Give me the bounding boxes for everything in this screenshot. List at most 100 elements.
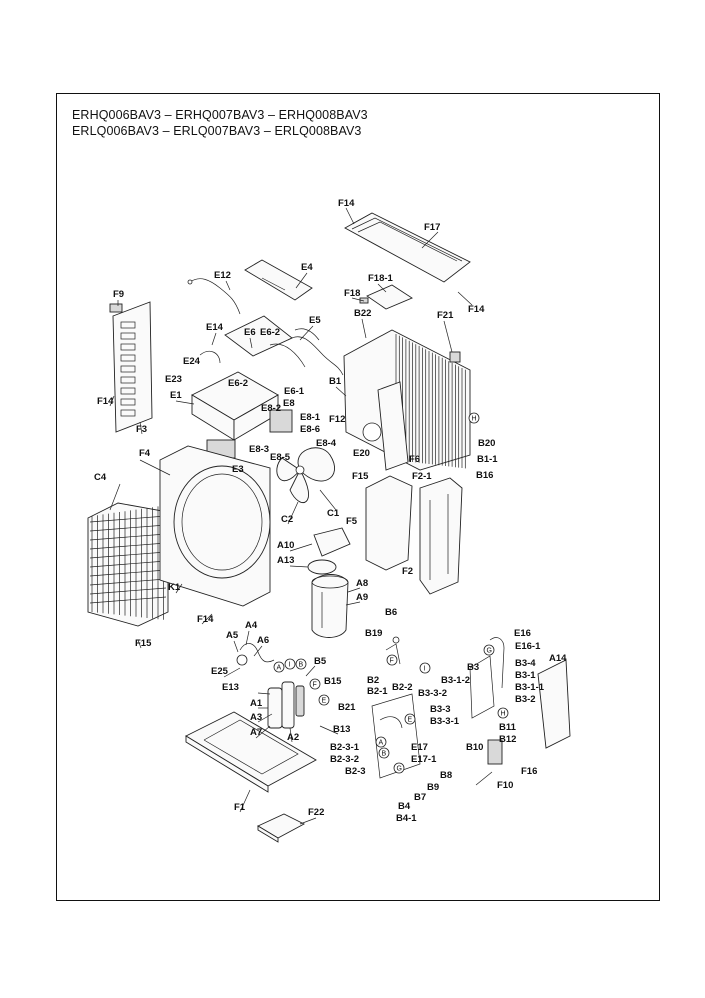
label-B15: B15: [324, 676, 342, 687]
label-E13: E13: [222, 682, 239, 693]
marker-letter: E: [408, 717, 413, 724]
label-F16: F16: [521, 766, 537, 777]
control-box-part: [191, 315, 293, 459]
label-A8: A8: [356, 578, 368, 589]
front-grille-part: [87, 502, 169, 627]
right-side-panel-part: [365, 475, 463, 595]
label-B8: B8: [440, 770, 452, 781]
label-E20: E20: [353, 448, 370, 459]
sound-blanket-part: [311, 574, 349, 638]
label-F17: F17: [424, 222, 440, 233]
label-B1: B1: [329, 376, 342, 387]
label-B7: B7: [414, 792, 426, 803]
label-B3-1-1: B3-1-1: [515, 682, 545, 693]
label-F3: F3: [136, 424, 147, 435]
label-B2-3-2: B2-3-2: [330, 754, 359, 765]
label-E5: E5: [309, 315, 321, 326]
label-E8-5: E8-5: [270, 452, 291, 463]
label-B2-3-1: B2-3-1: [330, 742, 360, 753]
label-E1: E1: [170, 390, 182, 401]
label-E6: E6: [244, 327, 256, 338]
label-E14: E14: [206, 322, 224, 333]
label-E24: E24: [183, 356, 201, 367]
label-F4: F4: [139, 448, 151, 459]
label-B2-1: B2-1: [367, 686, 388, 697]
marker-letter: A: [277, 665, 282, 672]
cover-plate-part: [244, 259, 313, 301]
label-F14: F14: [97, 396, 114, 407]
marker-letter: E: [322, 698, 327, 705]
model-title-line-1: ERHQ006BAV3 – ERHQ007BAV3 – ERHQ008BAV3: [72, 108, 368, 122]
label-A4: A4: [245, 620, 258, 631]
label-F15: F15: [352, 471, 369, 482]
label-F12: F12: [329, 414, 345, 425]
label-A9: A9: [356, 592, 368, 603]
marker-letter: A: [379, 740, 384, 747]
label-F5: F5: [346, 516, 358, 527]
bracket-part: [359, 284, 413, 310]
label-B9: B9: [427, 782, 439, 793]
label-B3: B3: [467, 662, 479, 673]
compressor-part: [236, 643, 305, 729]
label-E6-2: E6-2: [260, 327, 280, 338]
label-B3-3-2: B3-3-2: [418, 688, 447, 699]
label-F10: F10: [497, 780, 513, 791]
label-A1: A1: [250, 698, 263, 709]
marker-letter: G: [487, 648, 492, 655]
label-A14: A14: [549, 653, 567, 664]
label-B19: B19: [365, 628, 382, 639]
fan-blade-part: [276, 447, 336, 503]
leader-lines: [109, 207, 493, 825]
marker-letter: I: [289, 662, 291, 669]
label-F6: F6: [409, 454, 420, 465]
label-F14: F14: [197, 614, 214, 625]
marker-letter: B: [299, 662, 304, 669]
label-B2: B2: [367, 675, 379, 686]
label-B1-1: B1-1: [477, 454, 498, 465]
label-B11: B11: [499, 722, 517, 733]
label-A3: A3: [250, 712, 262, 723]
label-C4: C4: [94, 472, 107, 483]
fan-motor-support-part: [362, 381, 409, 471]
label-B16: B16: [476, 470, 493, 481]
label-B21: B21: [338, 702, 356, 713]
label-F22: F22: [308, 807, 324, 818]
label-E25: E25: [211, 666, 229, 677]
label-E3: E3: [232, 464, 244, 475]
label-F1: F1: [234, 802, 246, 813]
label-E6-1: E6-1: [284, 386, 305, 397]
label-B4: B4: [398, 801, 411, 812]
label-B3-1-2: B3-1-2: [441, 675, 470, 686]
label-K1: K1: [168, 582, 181, 593]
marker-letter: I: [424, 666, 426, 673]
label-B13: B13: [333, 724, 350, 735]
marker-letter: F: [313, 682, 317, 689]
label-F14: F14: [468, 304, 485, 315]
wire-part: [187, 278, 241, 315]
packing-pad-part: [257, 813, 305, 843]
label-B10: B10: [466, 742, 483, 753]
marker-letter: G: [397, 766, 402, 773]
label-F2-1: F2-1: [412, 471, 432, 482]
label-B3-1: B3-1: [515, 670, 536, 681]
label-C1: C1: [327, 508, 340, 519]
label-E8: E8: [283, 398, 295, 409]
label-B20: B20: [478, 438, 495, 449]
label-E12: E12: [214, 270, 231, 281]
label-E8-1: E8-1: [300, 412, 321, 423]
label-E16-1: E16-1: [515, 641, 541, 652]
refrigerant-piping-part: [371, 636, 505, 779]
label-E8-4: E8-4: [316, 438, 337, 449]
label-B3-2: B3-2: [515, 694, 536, 705]
label-E8-6: E8-6: [300, 424, 320, 435]
label-B12: B12: [499, 734, 516, 745]
label-A7: A7: [250, 727, 262, 738]
label-B5: B5: [314, 656, 327, 667]
model-title-line-2: ERLQ006BAV3 – ERLQ007BAV3 – ERLQ008BAV3: [72, 124, 362, 138]
marker-letter: B: [382, 751, 387, 758]
label-A13: A13: [277, 555, 294, 566]
label-A10: A10: [277, 540, 294, 551]
part-labels: F14 F17 E12 E4 F18-1 F18 F14 F9 B22 E5 F…: [94, 198, 567, 824]
marker-letter: H: [501, 711, 506, 718]
label-B2-3: B2-3: [345, 766, 366, 777]
